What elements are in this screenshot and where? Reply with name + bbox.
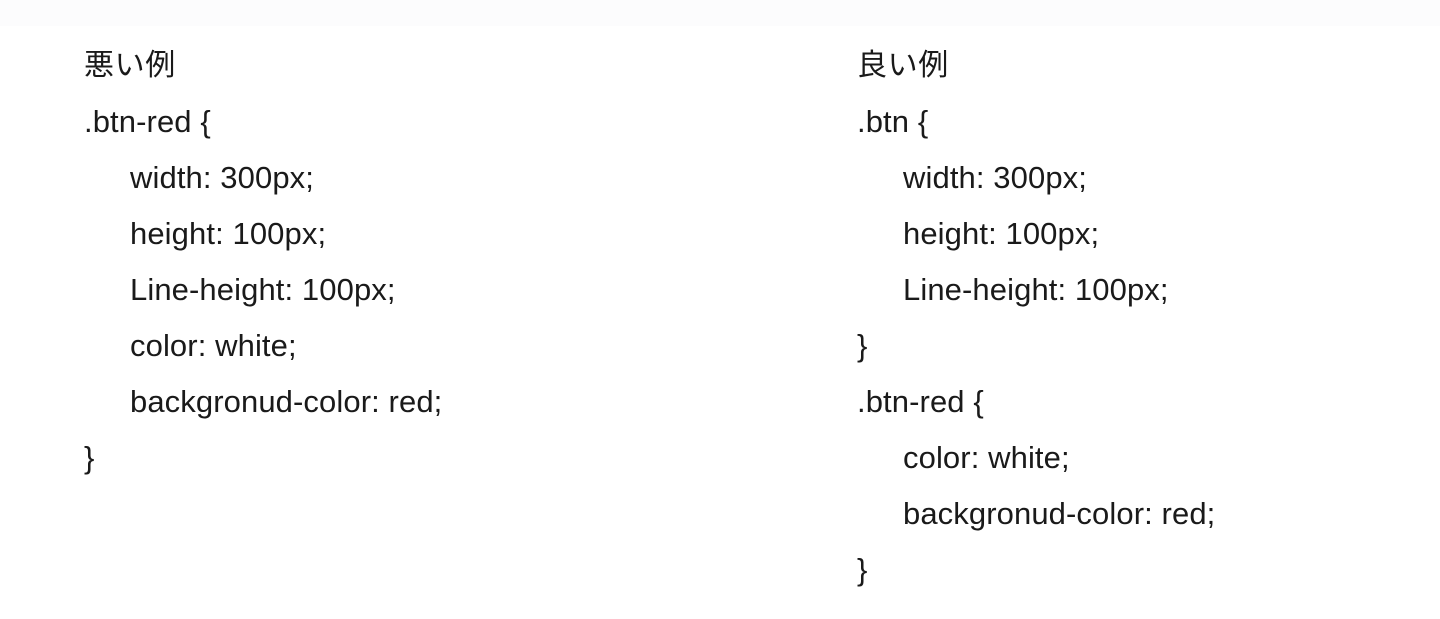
code-line: color: white; [130,328,297,363]
code-line: backgronud-color: red; [903,496,1216,531]
code-line: height: 100px; [903,216,1100,251]
code-line: } [857,552,868,587]
code-line: color: white; [903,440,1070,475]
code-line: } [857,328,868,363]
code-line: height: 100px; [130,216,327,251]
heading-good-example: 良い例 [857,49,949,82]
code-line: width: 300px; [903,160,1087,195]
code-line: Line-height: 100px; [903,272,1169,307]
slide-top-wash [0,0,1440,26]
code-line: backgronud-color: red; [130,384,443,419]
code-line: } [84,440,95,475]
code-line: .btn-red { [84,104,211,139]
heading-bad-example: 悪い例 [84,49,176,82]
code-block-good-example: 良い例 .btn { width: 300px; height: 100px; … [857,38,1417,598]
code-block-bad-example: 悪い例 .btn-red { width: 300px; height: 100… [84,38,704,486]
code-line: Line-height: 100px; [130,272,396,307]
code-line: width: 300px; [130,160,314,195]
code-line: .btn { [857,104,929,139]
code-line: .btn-red { [857,384,984,419]
